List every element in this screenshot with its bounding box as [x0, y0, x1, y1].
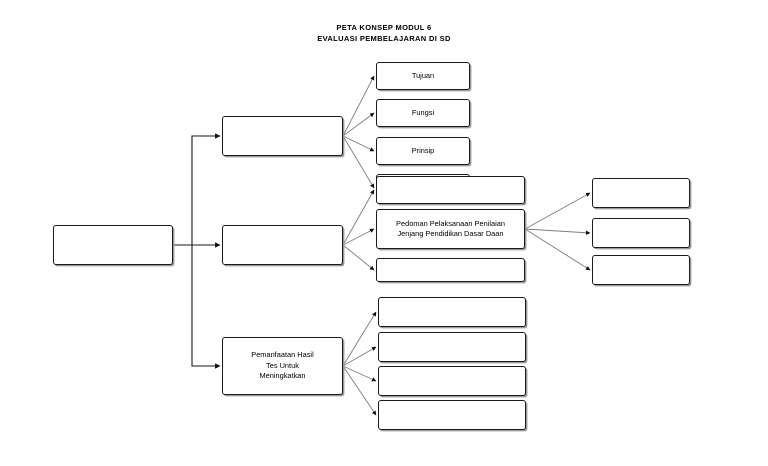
connector-m2-to-pedoman — [342, 228, 375, 246]
connector-m2-to-l2a — [342, 189, 375, 246]
connector-m1-to-l1c — [342, 135, 375, 152]
connector-m3-to-l3a — [342, 311, 377, 367]
connector-pedoman-to-r2 — [524, 228, 591, 235]
node-l3a[interactable] — [378, 297, 526, 327]
connector-pedoman-to-r1 — [524, 192, 591, 230]
connector-m1-to-l1b — [342, 112, 375, 137]
node-l3b[interactable] — [378, 332, 526, 362]
node-l3d[interactable] — [378, 400, 526, 430]
node-l1b[interactable]: Fungsi — [376, 99, 470, 127]
node-l2c[interactable] — [376, 258, 525, 282]
connector-m3-to-l3b — [342, 346, 377, 367]
node-r3[interactable] — [592, 255, 690, 285]
connector-pedoman-to-r3 — [524, 228, 591, 271]
node-root[interactable] — [53, 225, 173, 265]
connector-m2-to-l2c — [342, 244, 375, 271]
connector-m1-to-l1d — [342, 135, 375, 189]
connector-m3-to-l3c — [342, 365, 377, 382]
node-m3[interactable]: Pemanfaatan Hasil Tes Untuk Meningkatkan — [222, 337, 343, 395]
connector-root-to-m1 — [173, 133, 221, 246]
diagram-title: PETA KONSEP MODUL 6 EVALUASI PEMBELAJARA… — [317, 23, 451, 43]
connector-m1-to-l1a — [342, 75, 375, 137]
node-m1[interactable] — [222, 116, 343, 156]
connector-m3-to-l3d — [342, 365, 377, 416]
node-l1a[interactable]: Tujuan — [376, 62, 470, 90]
node-pedoman[interactable]: Pedoman Pelaksanaan Penilaian Jenjang Pe… — [376, 209, 525, 249]
node-l2a[interactable] — [376, 176, 525, 204]
node-l1c[interactable]: Prinsip — [376, 137, 470, 165]
connector-root-to-m3 — [173, 244, 221, 369]
node-l3c[interactable] — [378, 366, 526, 396]
node-r1[interactable] — [592, 178, 690, 208]
node-m2[interactable] — [222, 225, 343, 265]
node-r2[interactable] — [592, 218, 690, 248]
